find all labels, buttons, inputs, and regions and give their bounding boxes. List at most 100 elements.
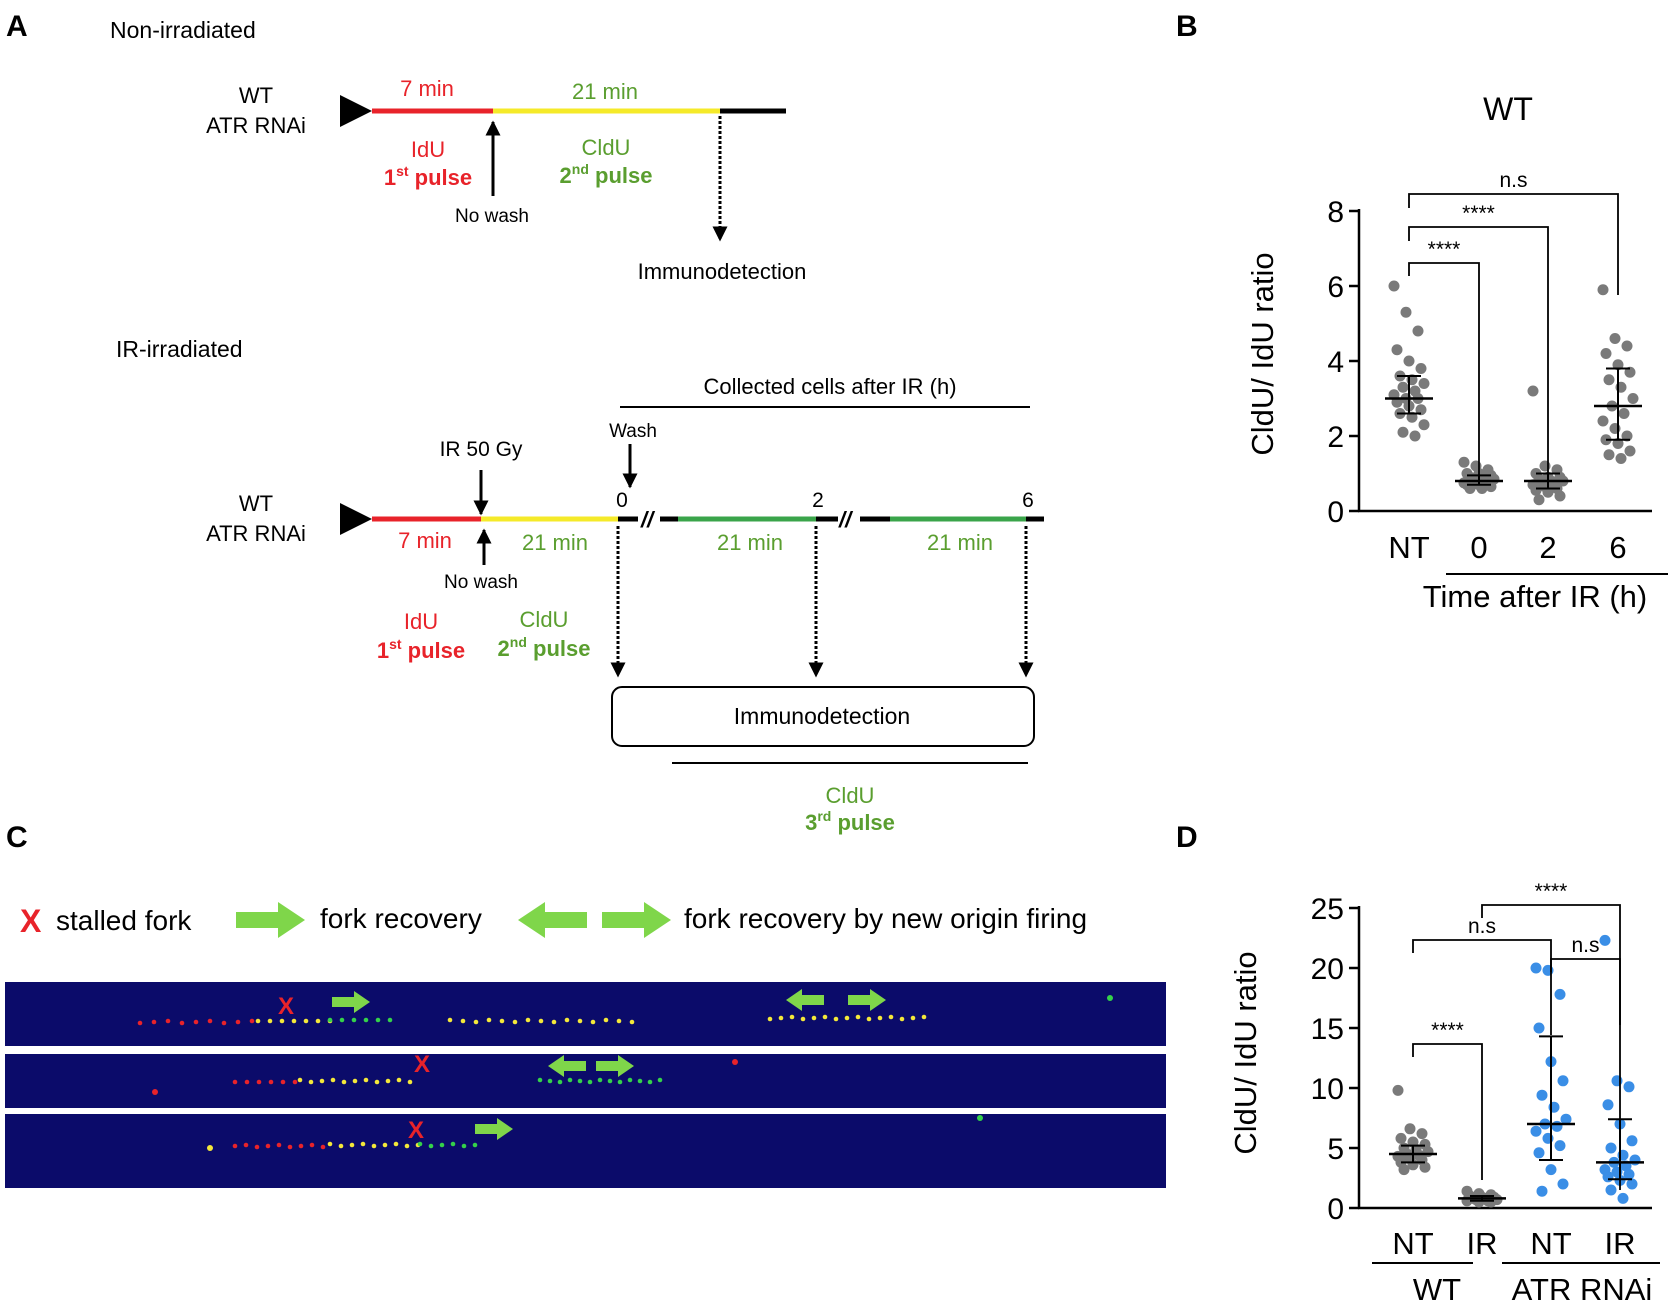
data-point — [1391, 344, 1403, 356]
fiber-dot — [276, 1142, 282, 1148]
data-point — [1629, 1154, 1641, 1166]
fiber-dot — [339, 1017, 345, 1023]
data-point — [1536, 1089, 1548, 1101]
fork-recovery-arrow-icon — [475, 1118, 513, 1140]
fiber-dot — [291, 1018, 297, 1024]
data-point — [1533, 1147, 1545, 1159]
fiber-dot — [450, 1141, 456, 1147]
data-point — [1545, 1164, 1557, 1176]
cldu-label: CldU — [520, 607, 569, 632]
start-triangle-icon — [340, 503, 372, 535]
panel-a: A Non-irradiated WT ATR RNAi 7 min 21 mi… — [6, 10, 1044, 835]
data-point — [1554, 490, 1566, 502]
panel-a-label: A — [6, 10, 28, 43]
data-point — [1600, 348, 1612, 359]
fiber-dot — [899, 1016, 905, 1022]
fiber-dot — [363, 1077, 369, 1083]
fiber-dot — [298, 1143, 304, 1149]
significance-label: n.s — [1499, 169, 1527, 192]
second-pulse-label: 2nd pulse — [560, 161, 653, 188]
fiber-dot — [327, 1017, 333, 1023]
fiber-dot — [232, 1079, 238, 1085]
data-point — [1597, 284, 1609, 296]
wash-label: Wash — [609, 421, 657, 442]
data-point — [1599, 934, 1611, 946]
significance-bracket — [1412, 939, 1552, 1035]
fiber-dot — [308, 1079, 314, 1085]
y-tick-label: 8 — [1327, 196, 1344, 229]
data-point — [1418, 419, 1430, 431]
fiber-dot — [417, 1141, 423, 1147]
significance-label: n.s — [1571, 934, 1599, 957]
non-irradiated-scheme: Non-irradiated WT ATR RNAi 7 min 21 min … — [110, 17, 806, 284]
fiber-dot — [657, 1077, 663, 1083]
category-label: NT — [1530, 1226, 1571, 1261]
left-arrow-icon — [518, 902, 587, 938]
fiber-dot — [888, 1014, 894, 1020]
fiber-dot — [877, 1015, 883, 1021]
fork-recovery-legend-icon — [236, 902, 305, 938]
fiber-dot — [800, 1016, 806, 1022]
category-label: NT — [1388, 530, 1429, 565]
data-point — [1397, 426, 1409, 438]
significance-label: **** — [1535, 880, 1568, 903]
fiber-dot — [525, 1017, 531, 1023]
category-label: NT — [1392, 1226, 1433, 1261]
y-tick-label: 10 — [1311, 1073, 1344, 1106]
fiber-dot — [537, 1077, 543, 1083]
group-label-atr: ATR RNAi — [1512, 1272, 1653, 1307]
stalled-fork-legend-label: stalled fork — [56, 905, 192, 936]
category-label: IR — [1605, 1226, 1636, 1261]
data-point — [1412, 325, 1424, 337]
data-point — [1626, 1135, 1638, 1147]
fiber-dot — [363, 1017, 369, 1023]
first-pulse-label: 1st pulse — [377, 636, 465, 663]
fork-recovery-arrow-icon — [332, 991, 370, 1013]
category-label: 0 — [1470, 530, 1487, 565]
fiber-dot — [151, 1019, 157, 1025]
fiber-dot — [910, 1015, 916, 1021]
fiber-dot — [387, 1017, 393, 1023]
data-point — [1409, 430, 1421, 442]
third-duration-0: 21 min — [717, 530, 783, 555]
significance-bracket — [1408, 193, 1619, 295]
timepoint-6: 6 — [1022, 489, 1034, 512]
timepoint-0: 0 — [616, 489, 628, 512]
fiber-dot — [287, 1144, 293, 1150]
fiber-dot — [341, 1079, 347, 1085]
dna-fiber-images: X X X — [5, 982, 1166, 1188]
fiber-dot — [647, 1079, 653, 1085]
panel-d-label: D — [1176, 821, 1198, 854]
start-triangle-icon — [340, 95, 372, 127]
fiber-dot — [587, 1079, 593, 1085]
data-point — [1554, 1140, 1566, 1152]
y-tick-label: 0 — [1327, 496, 1344, 529]
axis-break-icon: // — [640, 507, 656, 532]
data-point — [1419, 1161, 1431, 1173]
fiber-dot — [732, 1059, 738, 1065]
fiber-dot — [338, 1143, 344, 1149]
new-origin-legend-label: fork recovery by new origin firing — [684, 903, 1087, 934]
data-point — [1395, 1132, 1407, 1144]
fiber-dot — [193, 1019, 199, 1025]
data-point — [1416, 1128, 1428, 1140]
fiber-dot — [165, 1018, 171, 1024]
stalled-fork-marker-icon: X — [278, 993, 294, 1020]
data-point — [1527, 385, 1539, 397]
fiber-dot — [244, 1079, 250, 1085]
fiber-dot — [349, 1142, 355, 1148]
fiber-dot — [404, 1143, 410, 1149]
third-duration-1: 21 min — [927, 530, 993, 555]
fiber-dot — [616, 1018, 622, 1024]
fiber-dot — [921, 1014, 927, 1020]
category-label: IR — [1467, 1226, 1498, 1261]
cell-line-wt: WT — [239, 491, 273, 516]
data-point — [1615, 453, 1627, 464]
fiber-dot — [374, 1079, 380, 1085]
chart-b-ylabel: CldU/ IdU ratio — [1245, 252, 1280, 455]
cell-line-atr: ATR RNAi — [206, 113, 306, 138]
category-label: 2 — [1539, 530, 1556, 565]
third-pulse-label: 3rd pulse — [805, 808, 895, 835]
